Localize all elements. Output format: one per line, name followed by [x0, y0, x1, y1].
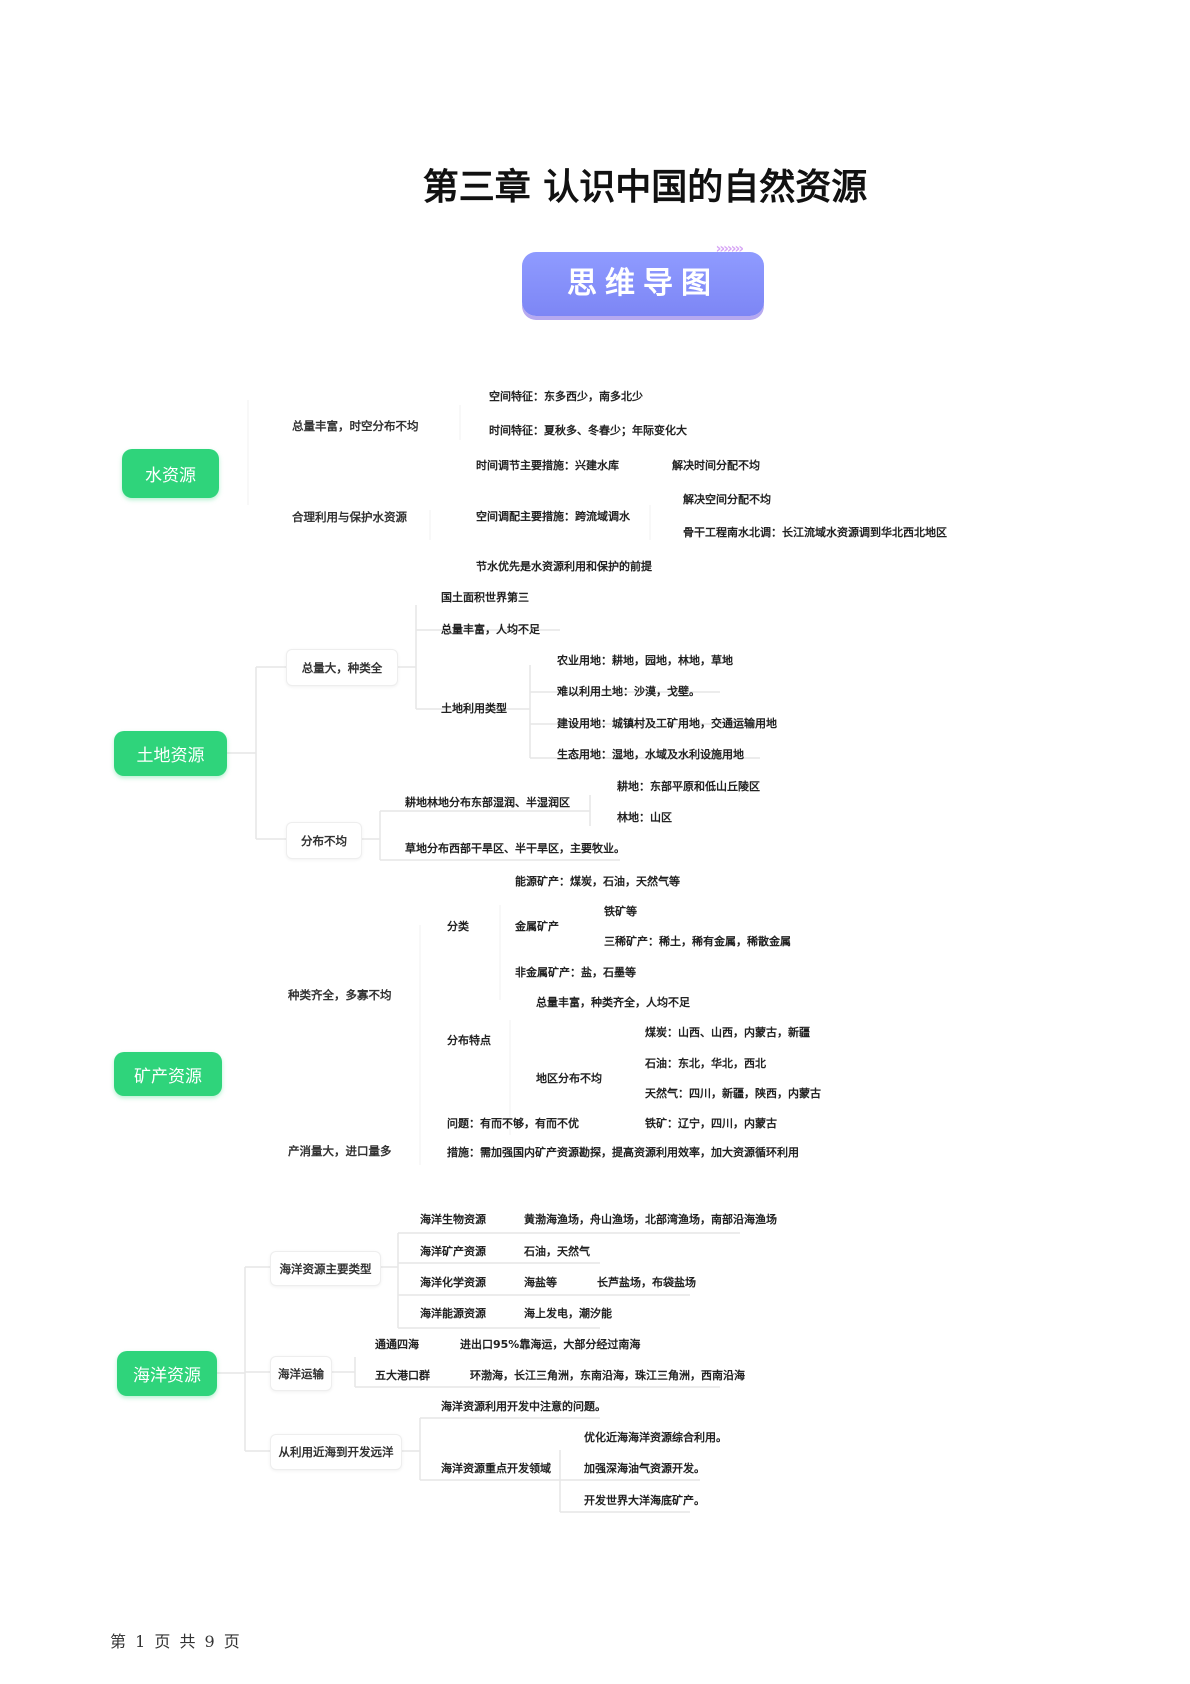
node-water-resources: 水资源	[122, 449, 219, 498]
node: 草地分布西部干旱区、半干旱区，主要牧业。	[405, 842, 625, 855]
node: 三稀矿产：稀土，稀有金属，稀散金属	[604, 935, 791, 948]
node: 林地：山区	[617, 811, 672, 824]
node: 通通四海	[375, 1338, 419, 1351]
node: 空间特征：东多西少，南多北少	[489, 390, 643, 403]
node: 海洋生物资源	[420, 1213, 486, 1226]
node: 分类	[447, 920, 469, 933]
node: 土地利用类型	[441, 702, 507, 715]
node: 解决时间分配不均	[672, 459, 760, 472]
node: 海洋资源重点开发领域	[441, 1462, 551, 1475]
node: 总量丰富，种类齐全，人均不足	[536, 996, 690, 1009]
node: 总量丰富，人均不足	[441, 623, 540, 636]
node: 石油：东北，华北，西北	[645, 1057, 766, 1070]
node: 能源矿产：煤炭，石油，天然气等	[515, 875, 680, 888]
node: 产消量大，进口量多	[288, 1144, 392, 1158]
node: 海洋资源主要类型	[270, 1251, 381, 1286]
node: 分布特点	[447, 1034, 491, 1047]
node-ocean-resources: 海洋资源	[117, 1351, 217, 1396]
node: 解决空间分配不均	[683, 493, 771, 506]
node-land-resources: 土地资源	[114, 731, 227, 776]
node: 天然气：四川，新疆，陕西，内蒙古	[645, 1087, 821, 1100]
node: 海洋能源资源	[420, 1307, 486, 1320]
node: 难以利用土地：沙漠，戈壁。	[557, 685, 700, 698]
page-title: 第三章 认识中国的自然资源	[422, 167, 868, 208]
node: 海盐等	[524, 1276, 557, 1289]
node: 骨干工程南水北调：长江流域水资源调到华北西北地区	[683, 526, 947, 539]
node: 耕地：东部平原和低山丘陵区	[617, 780, 760, 793]
node: 时间调节主要措施：兴建水库	[476, 459, 619, 472]
mindmap-badge: ››››››› 思维导图	[522, 242, 764, 316]
node: 种类齐全，多寡不均	[288, 988, 392, 1002]
node: 开发世界大洋海底矿产。	[584, 1494, 705, 1507]
node: 海洋资源利用开发中注意的问题。	[441, 1400, 606, 1413]
node: 优化近海海洋资源综合利用。	[584, 1431, 727, 1444]
node: 铁矿等	[604, 905, 637, 918]
node: 分布不均	[286, 822, 362, 859]
node: 地区分布不均	[536, 1072, 602, 1085]
node: 农业用地：耕地，园地，林地，草地	[557, 654, 733, 667]
node-mineral-resources: 矿产资源	[114, 1052, 222, 1096]
node: 铁矿：辽宁，四川，内蒙古	[645, 1117, 777, 1130]
node: 长芦盐场，布袋盐场	[597, 1276, 696, 1289]
node: 总量丰富，时空分布不均	[292, 419, 419, 433]
node: 黄渤海渔场，舟山渔场，北部湾渔场，南部沿海渔场	[524, 1213, 777, 1226]
node: 时间特征：夏秋多、冬春少；年际变化大	[489, 424, 687, 437]
node: 措施：需加强国内矿产资源勘探，提高资源利用效率，加大资源循环利用	[447, 1146, 799, 1159]
node: 海洋化学资源	[420, 1276, 486, 1289]
node: 进出口95%靠海运，大部分经过南海	[460, 1338, 641, 1351]
node: 问题：有而不够，有而不优	[447, 1117, 579, 1130]
node: 五大港口群	[375, 1369, 430, 1382]
node: 海洋运输	[270, 1356, 332, 1391]
node: 加强深海油气资源开发。	[584, 1462, 705, 1475]
node: 合理利用与保护水资源	[292, 510, 407, 524]
node: 国土面积世界第三	[441, 591, 529, 604]
node: 生态用地：湿地，水域及水利设施用地	[557, 748, 744, 761]
node: 建设用地：城镇村及工矿用地，交通运输用地	[557, 717, 777, 730]
arrows-decoration-icon: ›››››››	[715, 241, 744, 257]
node: 海洋矿产资源	[420, 1245, 486, 1258]
node: 金属矿产	[515, 920, 559, 933]
node: 空间调配主要措施：跨流域调水	[476, 510, 630, 523]
node: 从利用近海到开发远洋	[270, 1434, 402, 1470]
node: 非金属矿产：盐，石墨等	[515, 966, 636, 979]
badge-label: 思维导图	[567, 266, 719, 301]
node: 节水优先是水资源利用和保护的前提	[476, 560, 652, 573]
node: 总量大，种类全	[286, 649, 398, 686]
page-footer: 第 1 页 共 9 页	[110, 1632, 240, 1651]
node: 煤炭：山西、山西，内蒙古，新疆	[645, 1026, 810, 1039]
node: 海上发电，潮汐能	[524, 1307, 612, 1320]
node: 耕地林地分布东部湿润、半湿润区	[405, 796, 570, 809]
node: 石油，天然气	[524, 1245, 590, 1258]
node: 环渤海，长江三角洲，东南沿海，珠江三角洲，西南沿海	[470, 1369, 745, 1382]
